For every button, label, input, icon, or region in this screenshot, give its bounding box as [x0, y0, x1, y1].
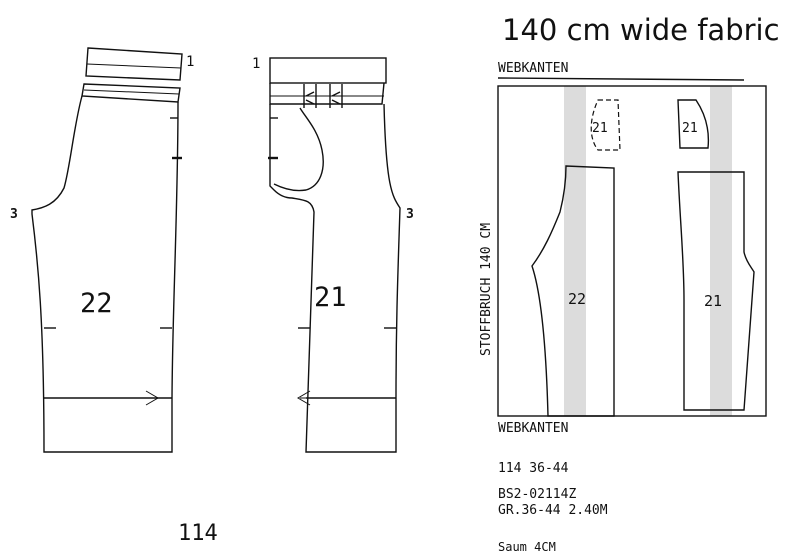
- cutting-layout: 22 21 21 21: [497, 77, 767, 417]
- info-size-length: GR.36-44 2.40M: [498, 503, 608, 518]
- front-pocket-bag: [273, 107, 324, 192]
- layout-piece-21: [677, 171, 755, 411]
- back-piece-number: 22: [80, 288, 113, 319]
- info-pattern-code: BS2-02114Z: [498, 487, 576, 502]
- fabric-selvage-top: [497, 77, 745, 81]
- grain-stripe-right: [710, 86, 732, 416]
- front-belt-loops: [303, 84, 343, 108]
- layout-pocket-dashed-label: 21: [592, 121, 608, 136]
- front-crotch-mark: 3: [406, 207, 414, 222]
- layout-pocket-solid: [677, 99, 710, 149]
- back-waistband: [85, 47, 183, 81]
- fabric-outline: [497, 85, 767, 417]
- back-waist-mark: 1: [186, 54, 194, 70]
- info-hem: Saum 4CM: [498, 540, 556, 554]
- selvage-top-label: WEBKANTEN: [498, 61, 568, 76]
- model-number: 114: [178, 521, 218, 546]
- layout-piece-22-label: 22: [568, 290, 586, 308]
- front-waistband: [269, 57, 387, 84]
- grain-stripe-left: [564, 86, 586, 416]
- layout-title: 140 cm wide fabric: [502, 13, 780, 47]
- fold-label: STOFFBRUCH 140 CM: [479, 223, 494, 356]
- back-piece-outline: [31, 95, 179, 453]
- layout-piece-22: [531, 165, 615, 417]
- front-piece-number: 21: [314, 282, 347, 313]
- layout-piece-21-label: 21: [704, 292, 722, 310]
- back-crotch-mark: 3: [10, 207, 18, 222]
- front-pattern-piece: 1 3 21: [252, 56, 414, 453]
- info-model-sizes: 114 36-44: [498, 461, 569, 476]
- layout-pocket-solid-label: 21: [682, 121, 698, 136]
- selvage-bottom-label: WEBKANTEN: [498, 421, 568, 436]
- back-pattern-piece: 1 3 22: [10, 47, 194, 453]
- layout-pocket-dashed: [590, 99, 621, 151]
- front-piece-outline: [269, 103, 401, 453]
- front-waist-mark: 1: [252, 56, 260, 72]
